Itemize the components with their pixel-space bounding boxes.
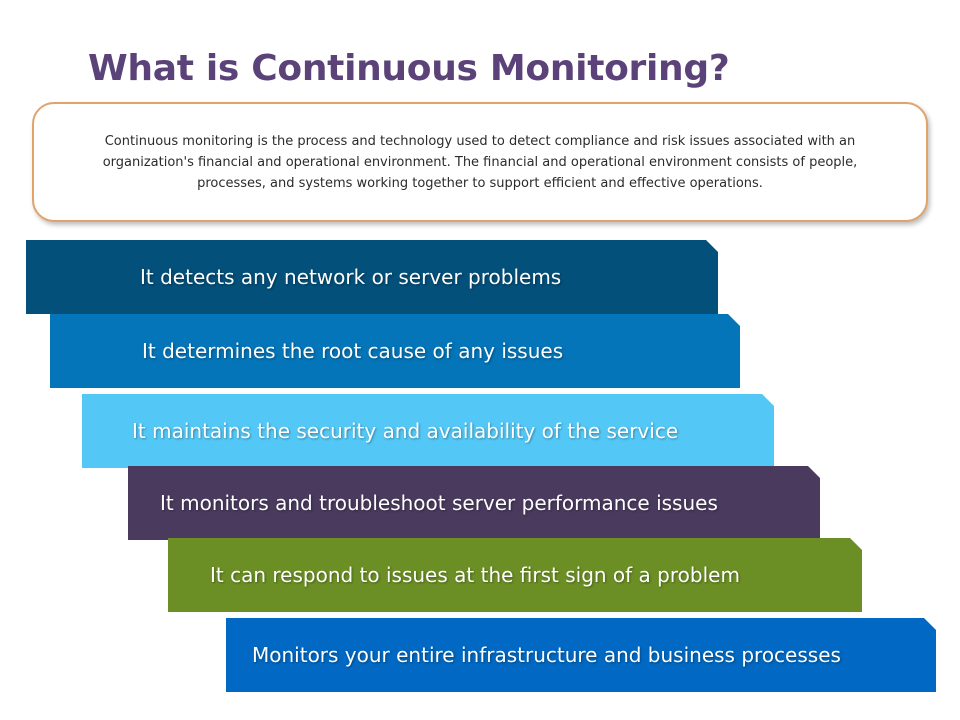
definition-text: Continuous monitoring is the process and… bbox=[102, 133, 858, 191]
step-bar-3: It maintains the security and availabili… bbox=[82, 394, 774, 468]
step-label-5: It can respond to issues at the first si… bbox=[210, 563, 740, 587]
step-label-1: It detects any network or server problem… bbox=[140, 265, 562, 289]
step-label-3: It maintains the security and availabili… bbox=[132, 419, 679, 443]
step-bar-6: Monitors your entire infrastructure and … bbox=[226, 618, 936, 692]
step-bar-2: It determines the root cause of any issu… bbox=[50, 314, 740, 388]
step-bar-4: It monitors and troubleshoot server perf… bbox=[128, 466, 820, 540]
definition-box: Continuous monitoring is the process and… bbox=[32, 102, 928, 222]
step-label-2: It determines the root cause of any issu… bbox=[142, 339, 564, 363]
step-label-6: Monitors your entire infrastructure and … bbox=[252, 643, 841, 667]
step-bar-1: It detects any network or server problem… bbox=[26, 240, 718, 314]
page-title: What is Continuous Monitoring? bbox=[88, 48, 730, 89]
step-label-4: It monitors and troubleshoot server perf… bbox=[160, 491, 718, 515]
step-bar-5: It can respond to issues at the first si… bbox=[168, 538, 862, 612]
